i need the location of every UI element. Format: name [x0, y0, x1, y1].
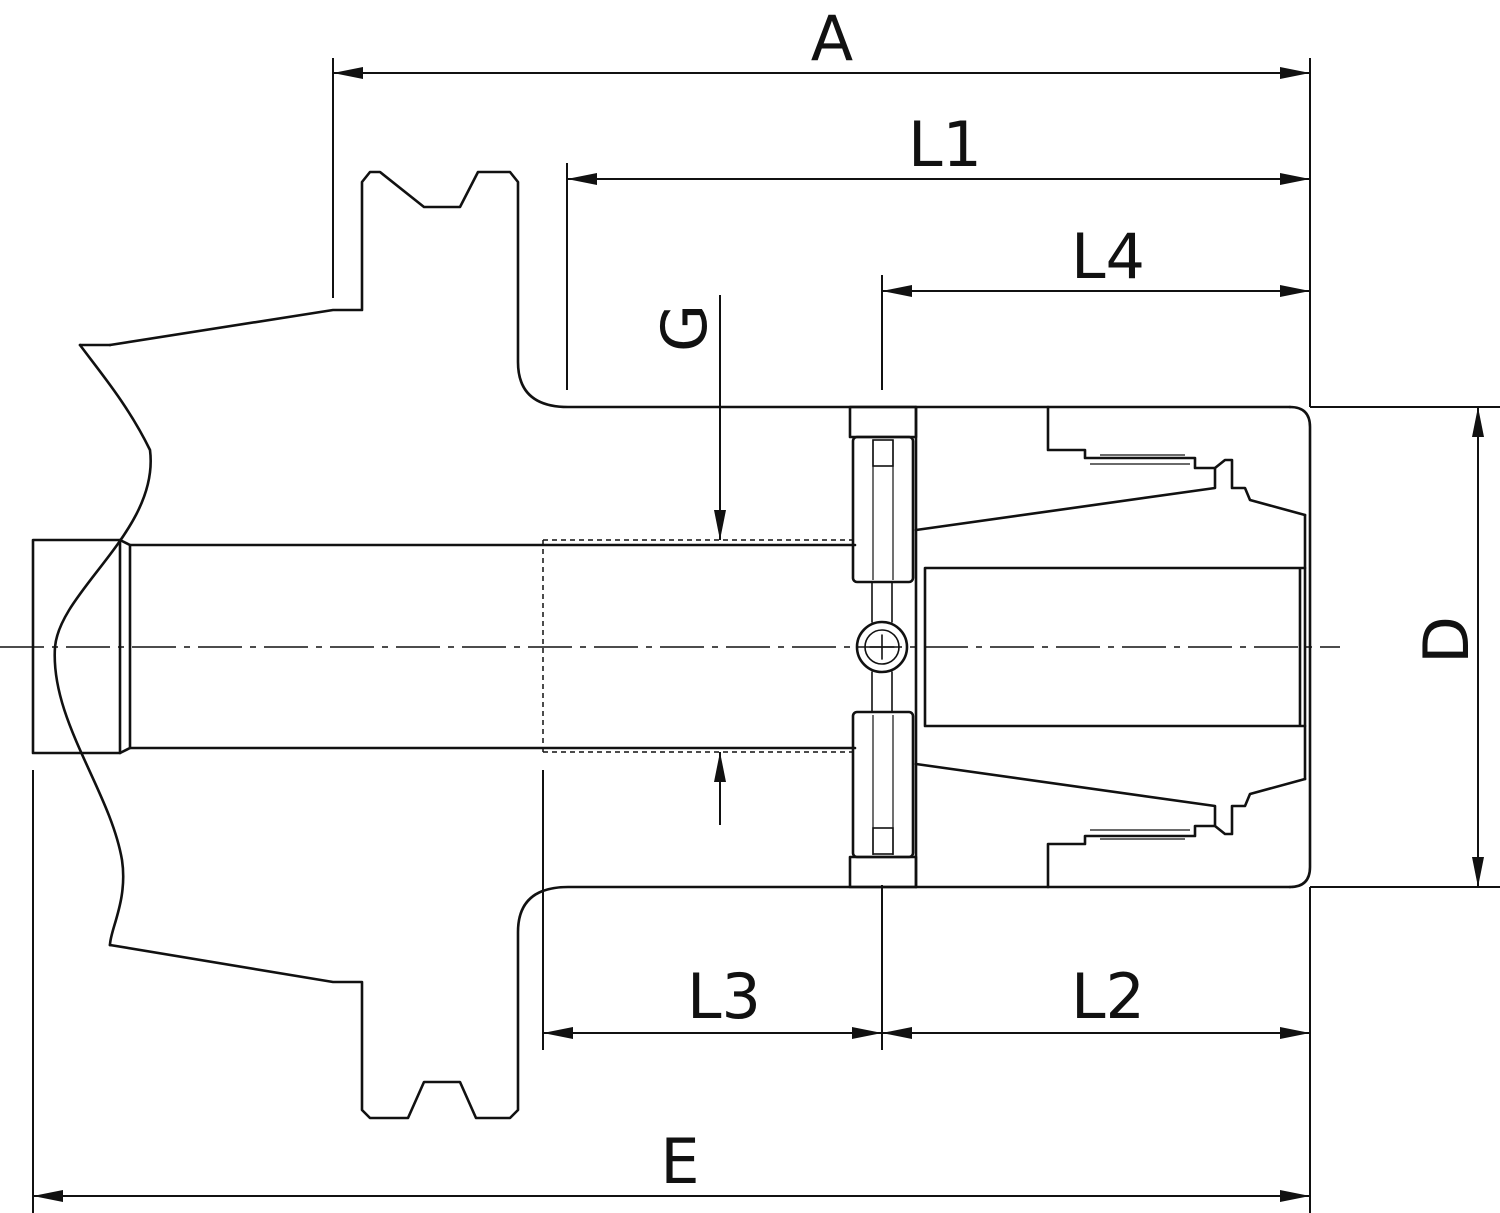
- label-E: E: [660, 1125, 699, 1198]
- collet-taper-top: [914, 458, 1307, 532]
- screw-top-body: [851, 435, 915, 584]
- collet-taper-bottom: [914, 762, 1307, 836]
- label-A: A: [811, 2, 853, 75]
- dimension-lines: [33, 67, 1484, 1202]
- break-line: [53, 343, 152, 947]
- adjust-screw-outer: [855, 620, 909, 674]
- label-L3: L3: [687, 960, 761, 1033]
- label-G: G: [648, 304, 721, 352]
- label-L2: L2: [1071, 960, 1145, 1033]
- screw-bottom-thread: [872, 827, 894, 855]
- nut-detail-top: [1090, 454, 1190, 465]
- screw-bottom-body: [851, 710, 915, 859]
- nut-step-bottom: [1046, 824, 1217, 889]
- label-L1: L1: [908, 108, 982, 181]
- nut-step-top: [1046, 405, 1217, 470]
- flange-top-outline: [108, 170, 1292, 409]
- screw-bottom-head: [848, 855, 918, 889]
- nut-detail-bottom: [1090, 829, 1190, 840]
- dimension-labels: A L1 L4 G D L3 L2 E: [648, 2, 1483, 1198]
- screw-top-thread: [872, 439, 894, 467]
- extension-lines: [32, 58, 1500, 1213]
- label-L4: L4: [1071, 220, 1145, 293]
- flange-bottom-outline: [108, 885, 1292, 1120]
- hidden-bore: [542, 539, 855, 753]
- label-D: D: [1410, 616, 1483, 664]
- screw-top-head: [848, 405, 918, 439]
- shank: [31, 538, 857, 755]
